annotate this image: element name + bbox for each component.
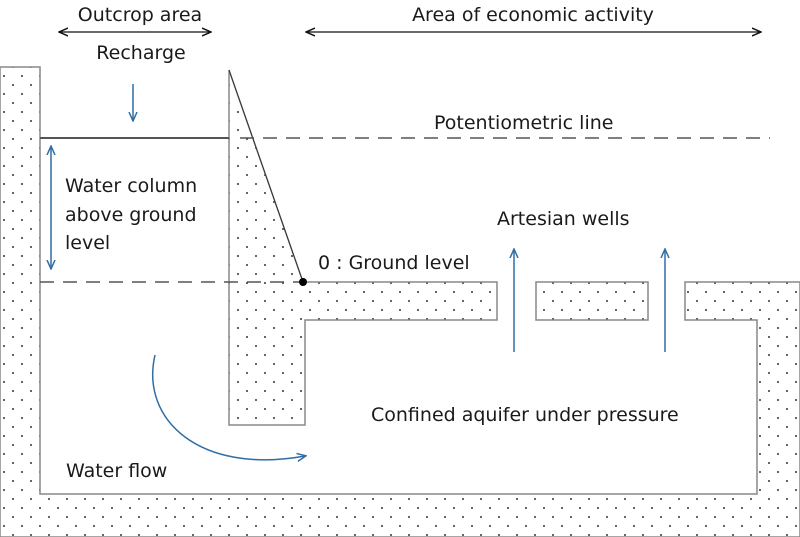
potentiometric-line-label: Potentiometric line bbox=[434, 112, 613, 134]
water-column-label-1: Water column bbox=[65, 175, 197, 197]
ground-level-label: 0 : Ground level bbox=[318, 252, 470, 274]
middle-confining-block bbox=[535, 281, 649, 321]
slope-line bbox=[228, 69, 304, 283]
confined-aquifer-label: Confined aquifer under pressure bbox=[371, 404, 679, 426]
recharge-label: Recharge bbox=[96, 42, 185, 64]
water-flow-arrow bbox=[152, 354, 305, 460]
ground-level-point bbox=[299, 278, 307, 286]
artesian-wells-label: Artesian wells bbox=[497, 208, 630, 230]
water-column-label-3: level bbox=[65, 232, 110, 254]
water-column-label-2: above ground bbox=[65, 204, 197, 226]
water-flow-label: Water flow bbox=[66, 460, 167, 482]
wedge-confining-layer bbox=[228, 69, 498, 426]
economic-area-label: Area of economic activity bbox=[412, 4, 654, 26]
outer-confining-layer bbox=[0, 66, 800, 537]
outcrop-area-label: Outcrop area bbox=[78, 4, 202, 26]
